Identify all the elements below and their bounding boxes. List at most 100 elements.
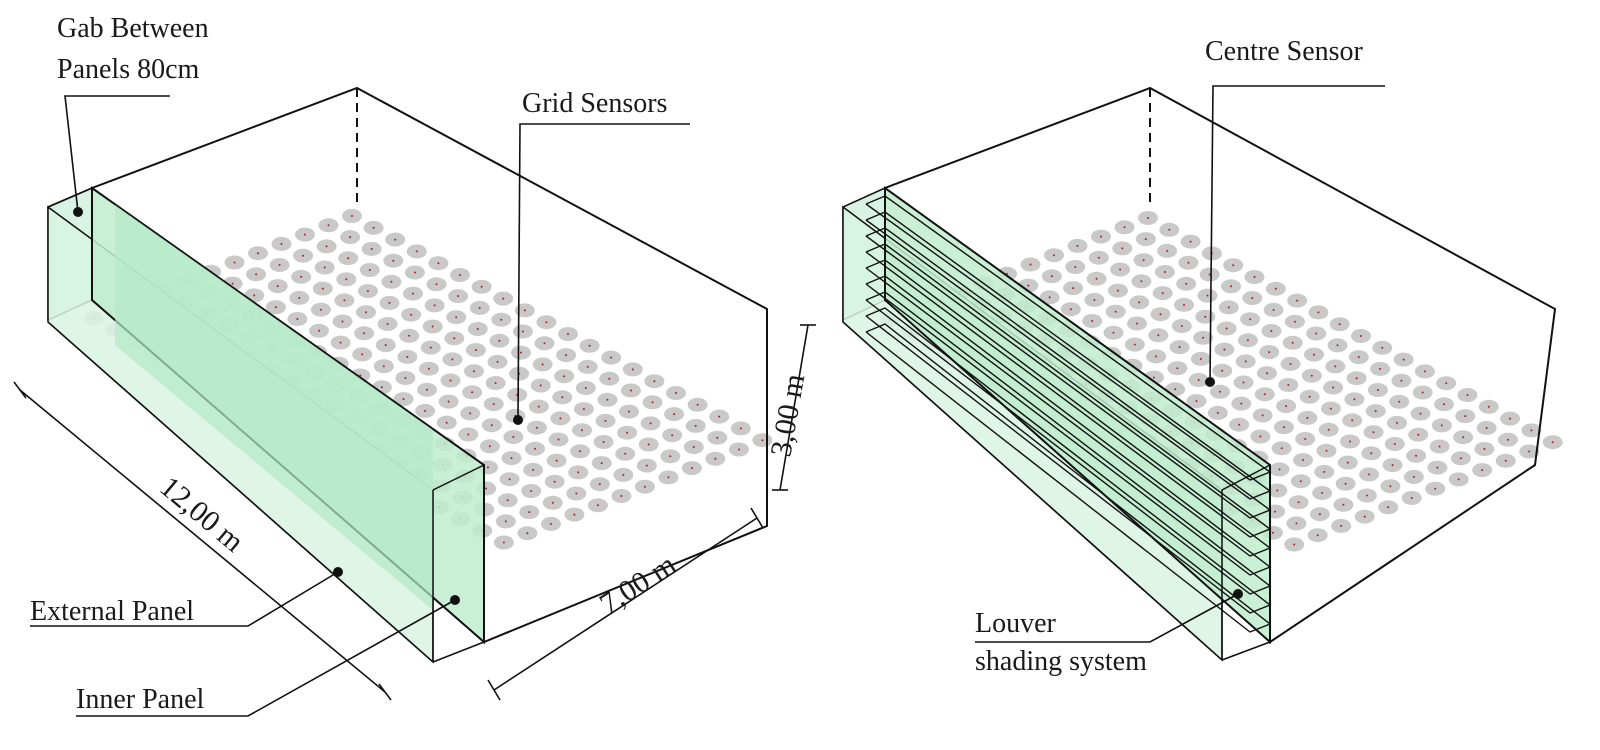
sensor-center-dot (410, 313, 413, 316)
sensor-center-dot (608, 377, 611, 380)
sensor-center-dot (488, 445, 491, 448)
sensor-center-dot (1152, 376, 1155, 379)
sensor-center-dot (1302, 459, 1304, 462)
sensor-center-dot (673, 413, 676, 416)
sensor-center-dot (359, 374, 362, 377)
sensor-center-dot (1029, 263, 1032, 266)
louver-slat (865, 291, 1272, 595)
sensor-center-dot (1291, 341, 1294, 344)
sensor-center-dot (502, 297, 505, 300)
sensor-center-dot (1327, 428, 1330, 431)
sensor-center-dot (1232, 264, 1235, 267)
sensor-center-dot (1289, 362, 1292, 365)
sensor-center-dot (653, 380, 656, 383)
sensor-center-dot (1349, 440, 1351, 443)
sensor-center-dot (388, 301, 391, 304)
sensor-center-dot (1278, 468, 1281, 471)
sensor-center-dot (1261, 414, 1264, 417)
sensor-center-dot (453, 337, 456, 340)
inner-panel-label: Inner Panel (76, 684, 205, 715)
sensor-center-dot (1295, 522, 1298, 525)
sensor-center-dot (563, 375, 566, 378)
sensor-center-dot (1259, 435, 1262, 438)
sensor-center-dot (1272, 308, 1275, 311)
sensor-center-dot (714, 457, 717, 460)
sensor-center-dot (561, 396, 564, 399)
sensor-center-dot (1221, 369, 1224, 372)
sensor-center-dot (1282, 426, 1285, 429)
sensor-center-dot (412, 292, 414, 295)
sensor-center-dot (1393, 443, 1396, 445)
sensor-center-dot (1187, 261, 1190, 264)
sensor-center-dot (1372, 431, 1375, 434)
sensor-center-dot (1400, 379, 1403, 382)
sensor-center-dot (1296, 299, 1299, 302)
sensor-center-dot (1365, 494, 1368, 497)
sensor-center-dot (455, 316, 458, 319)
sensor-center-dot (492, 403, 495, 406)
sensor-center-dot (1133, 343, 1136, 346)
louver-slat (865, 211, 1272, 500)
sensor-center-dot (1287, 384, 1290, 386)
sensor-center-dot (1183, 303, 1185, 306)
sensor-center-dot (1271, 531, 1274, 534)
sensor-center-dot (557, 438, 560, 441)
sensor-center-dot (343, 299, 346, 302)
sensor-center-dot (667, 476, 670, 479)
sensor-center-dot (296, 318, 299, 320)
sensor-center-dot (255, 273, 258, 276)
sensor-center-dot (1242, 381, 1245, 384)
sensor-center-dot (1379, 367, 1382, 370)
sensor-center-dot (1074, 266, 1077, 268)
sensor-center-dot (739, 427, 742, 430)
sensor-center-dot (1100, 235, 1102, 238)
sensor-center-dot (406, 355, 409, 358)
sensor-center-dot (1093, 298, 1096, 301)
sensor-center-dot (1344, 482, 1347, 485)
sensor-center-dot (1483, 448, 1486, 450)
sensor-center-dot (1530, 429, 1533, 432)
sensor-center-dot (567, 333, 569, 335)
sensor-center-dot (1370, 452, 1373, 455)
sensor-center-dot (1027, 284, 1030, 287)
left-double-skin-facade (47, 186, 485, 664)
sensor-center-dot (363, 332, 366, 335)
sensor-center-dot (1097, 256, 1100, 259)
sensor-center-dot (347, 257, 350, 260)
sensor-center-dot (1072, 287, 1075, 290)
sensor-center-dot (323, 266, 326, 269)
sensor-center-dot (530, 490, 533, 492)
sensor-center-dot (1346, 461, 1349, 464)
right-leader-dots (1205, 377, 1243, 599)
external-panel-label: External Panel (30, 596, 194, 627)
right-double-skin-facade (842, 186, 1271, 662)
sensor-center-dot (1323, 470, 1326, 473)
sensor-center-dot (302, 254, 305, 257)
sensor-center-dot (631, 368, 634, 371)
sensor-center-dot (1253, 276, 1256, 278)
sensor-center-dot (1357, 356, 1360, 359)
sensor-center-dot (629, 389, 632, 392)
sensor-center-dot (626, 431, 629, 434)
sensor-center-dot (598, 483, 601, 486)
sensor-center-dot (537, 405, 540, 408)
sensor-center-dot (1114, 310, 1117, 313)
sensor-center-dot (1048, 296, 1051, 299)
sensor-center-dot (600, 462, 603, 465)
sensor-center-dot (321, 287, 324, 290)
sensor-center-dot (535, 426, 538, 429)
sensor-center-dot (1140, 280, 1143, 283)
sensor-center-dot (1223, 348, 1226, 351)
sensor-center-dot (1421, 391, 1424, 394)
sensor-center-dot (474, 349, 477, 352)
sensor-center-dot (1423, 370, 1426, 373)
sensor-center-dot (512, 436, 515, 438)
sensor-center-dot (565, 354, 568, 357)
sensor-center-dot (553, 480, 556, 483)
sensor-center-dot (1466, 394, 1469, 396)
sensor-center-dot (1270, 330, 1273, 332)
sensor-center-dot (1276, 489, 1279, 492)
sensor-center-dot (382, 365, 385, 368)
sensor-center-dot (622, 473, 625, 476)
sensor-center-dot (521, 330, 524, 333)
